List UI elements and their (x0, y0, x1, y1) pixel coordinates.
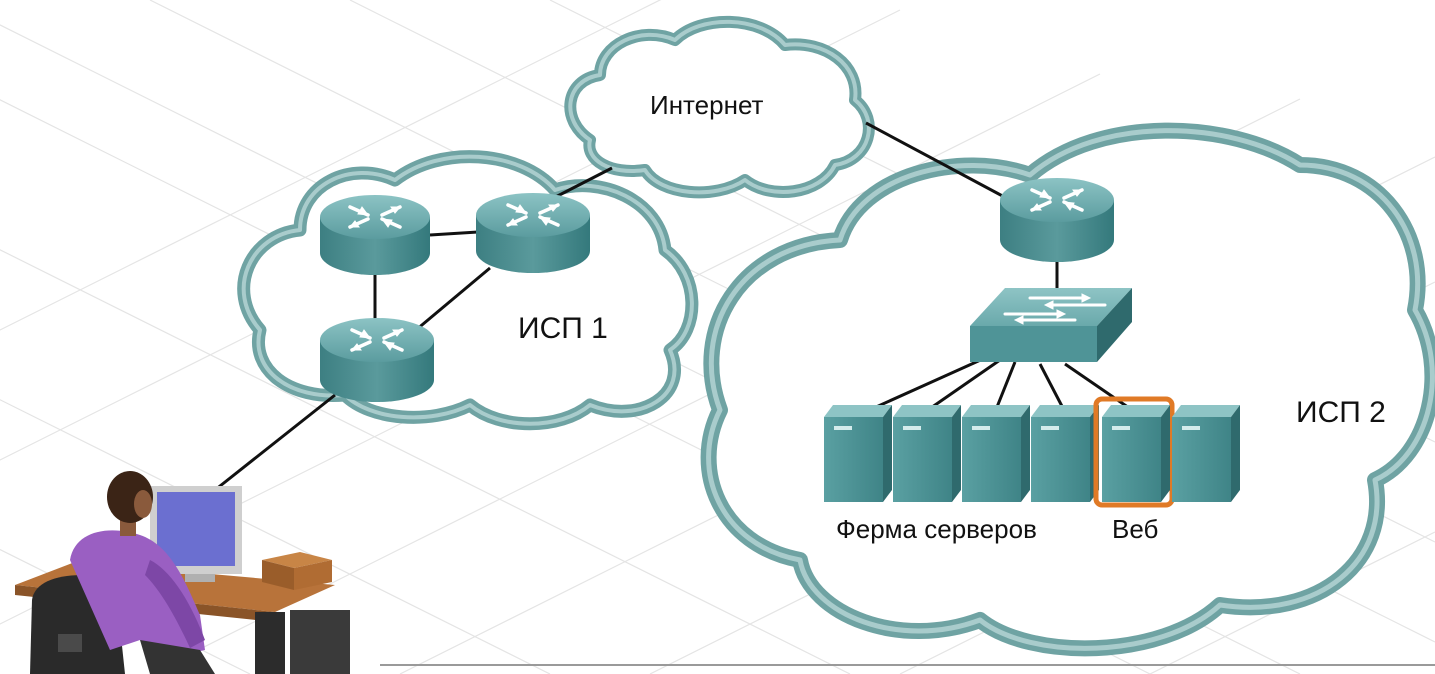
web-server-label: Веб (1112, 514, 1159, 544)
link-internet-r4 (865, 121, 1011, 202)
link-switch-server4 (1038, 363, 1067, 413)
user-workstation-icon (15, 471, 350, 674)
network-links (214, 121, 1136, 492)
link-switch-server1 (864, 356, 986, 414)
internet-label: Интернет (650, 90, 764, 120)
link-switch-server2 (924, 358, 1001, 414)
isp1-label: ИСП 1 (518, 312, 608, 345)
isp1-cloud (237, 150, 699, 431)
link-r1-r2 (429, 230, 479, 237)
isp2-label: ИСП 2 (1296, 396, 1386, 429)
link-r2-r3 (409, 266, 491, 337)
router-icon (320, 318, 434, 402)
server-icon (1031, 405, 1099, 502)
server-farm-label: Ферма серверов (836, 514, 1037, 544)
web-server-icon (1093, 396, 1175, 508)
server-icon (962, 405, 1030, 502)
internet-cloud (564, 15, 875, 199)
server-icon (824, 405, 892, 502)
server-icon (1172, 405, 1240, 502)
link-switch-server3 (993, 361, 1017, 413)
server-icon (893, 405, 961, 502)
link-switch-server5 (1064, 362, 1136, 414)
server-farm (824, 396, 1240, 508)
router-icon (1000, 178, 1114, 262)
link-r3-user (214, 393, 336, 492)
isp2-cloud (700, 122, 1435, 657)
router-icon (320, 195, 430, 275)
switch-icon (970, 288, 1132, 362)
router-icon (476, 193, 590, 273)
